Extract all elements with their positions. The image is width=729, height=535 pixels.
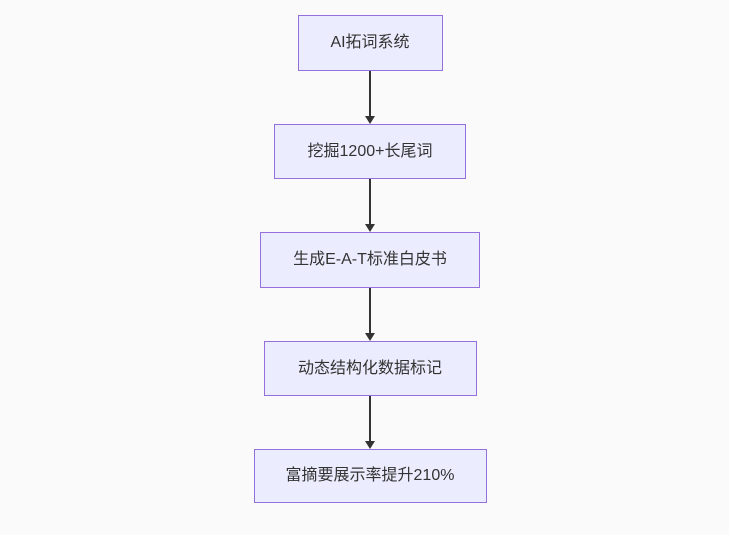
flow-node-4-label: 动态结构化数据标记 xyxy=(297,359,442,377)
arrow-head-icon xyxy=(365,224,375,232)
flow-arrow-1 xyxy=(365,71,375,124)
flow-node-5-label: 富摘要展示率提升210% xyxy=(285,467,455,484)
flowchart: AI拓词系统 挖掘1200+长尾词 生成E-A-T标准白皮书 动态结构化数据标记 xyxy=(11,15,729,503)
arrow-line xyxy=(369,396,371,441)
flow-arrow-3 xyxy=(365,288,375,341)
arrow-line xyxy=(369,71,371,116)
flow-node-3-label: 生成E-A-T标准白皮书 xyxy=(293,251,447,268)
flow-node-1-label: AI拓词系统 xyxy=(330,34,410,51)
flow-node-2: 挖掘1200+长尾词 xyxy=(274,124,466,179)
arrow-head-icon xyxy=(365,116,375,124)
flow-node-2-label: 挖掘1200+长尾词 xyxy=(307,142,433,160)
flow-node-1: AI拓词系统 xyxy=(297,15,443,71)
flow-arrow-4 xyxy=(365,396,375,449)
arrow-head-icon xyxy=(365,333,375,341)
flow-node-4: 动态结构化数据标记 xyxy=(263,341,477,396)
arrow-line xyxy=(369,288,371,333)
flow-arrow-2 xyxy=(365,179,375,232)
flow-node-3: 生成E-A-T标准白皮书 xyxy=(260,232,480,288)
arrow-line xyxy=(369,179,371,224)
flow-node-5: 富摘要展示率提升210% xyxy=(253,449,487,503)
arrow-head-icon xyxy=(365,441,375,449)
